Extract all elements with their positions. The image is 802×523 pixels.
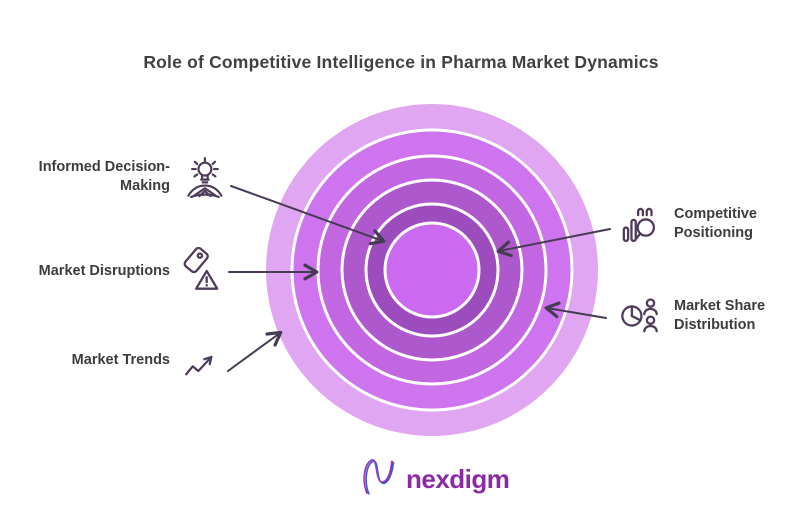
label-market-disruptions: Market Disruptions bbox=[0, 262, 170, 281]
connector-arrow-market-trends bbox=[227, 330, 283, 372]
price-tag-warning-icon bbox=[178, 247, 222, 295]
label-line: Informed Decision- bbox=[38, 159, 170, 175]
ring-center bbox=[383, 221, 481, 319]
label-line: Market Trends bbox=[71, 352, 170, 368]
connector-arrow-market-share bbox=[544, 301, 607, 319]
brand-name: nexdigm bbox=[406, 463, 510, 494]
page-title: Role of Competitive Intelligence in Phar… bbox=[143, 52, 659, 72]
bar-chart-magnifier-icon bbox=[620, 206, 662, 251]
label-market-trends: Market Trends bbox=[0, 351, 170, 370]
label-competitive-positioning: Competitive Positioning bbox=[674, 205, 794, 243]
nexdigm-logo: nexdigm bbox=[360, 454, 510, 503]
connector-arrow-informed-decision bbox=[230, 185, 386, 246]
pie-chart-people-icon bbox=[619, 293, 661, 339]
label-informed-decision-making: Informed Decision- Making bbox=[0, 158, 170, 196]
label-line: Market Share bbox=[674, 298, 766, 314]
connector-arrow-competitive-positioning bbox=[496, 228, 611, 258]
nexdigm-logo-mark-icon bbox=[360, 454, 400, 503]
label-line: Market Disruptions bbox=[38, 263, 170, 279]
label-market-share-distribution: Market Share Distribution bbox=[674, 297, 794, 335]
label-line: Distribution bbox=[674, 317, 756, 333]
trend-up-arrow-icon bbox=[184, 350, 222, 378]
label-line: Positioning bbox=[674, 225, 753, 241]
idea-lightbulb-icon bbox=[182, 156, 226, 206]
label-line: Making bbox=[120, 178, 170, 194]
label-line: Competitive bbox=[674, 206, 757, 222]
